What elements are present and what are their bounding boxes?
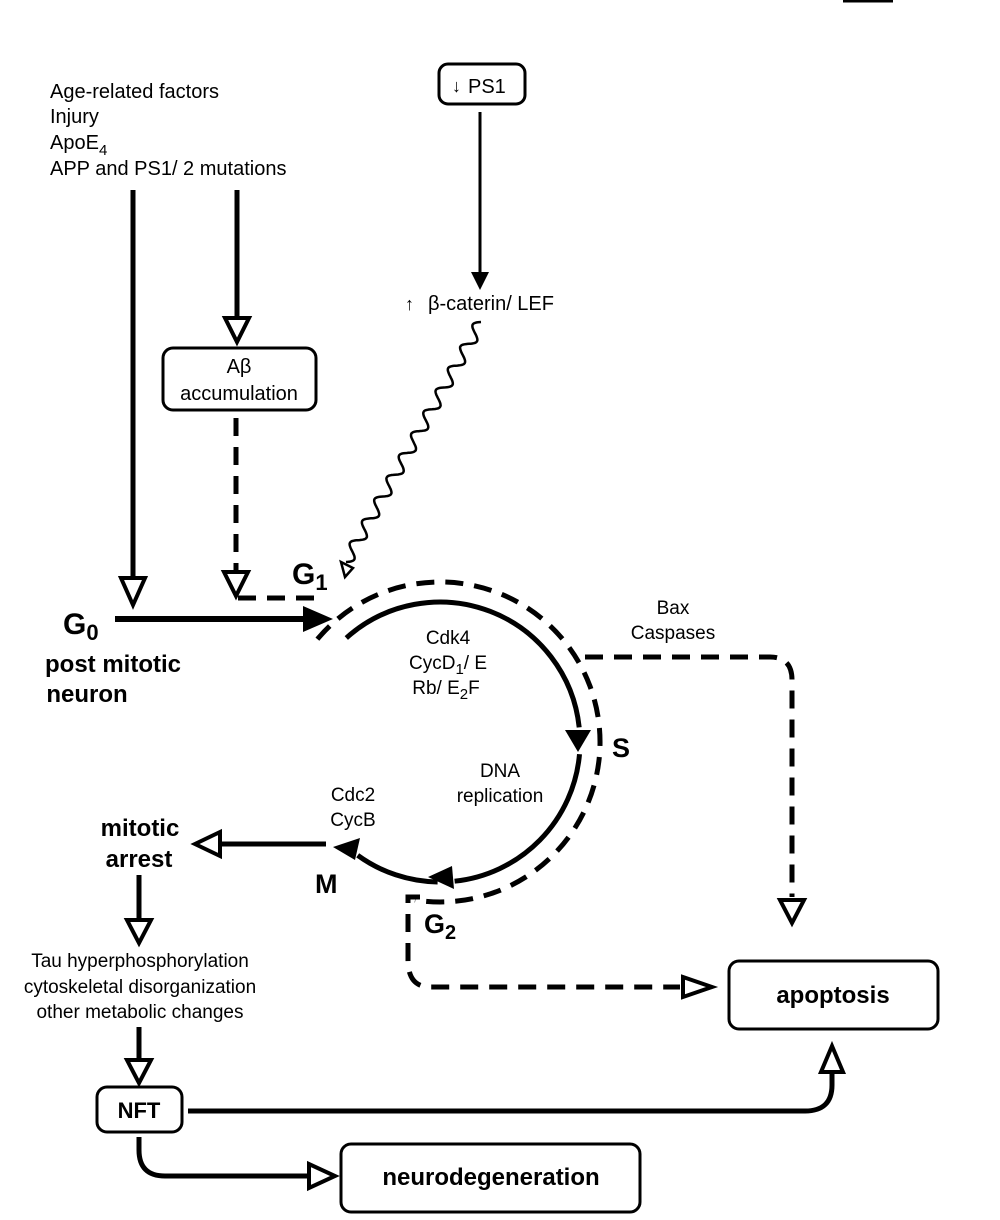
solid-arrowhead-icon: [428, 866, 454, 889]
caspases-label: Caspases: [631, 623, 716, 644]
arrow-nft-to-neurodegeneration: [136, 1137, 340, 1192]
consequence-tau: Tau hyperphosphorylation: [31, 951, 249, 972]
wavy-arrow-beta-catenin-to-g1: [339, 320, 482, 580]
open-arrowhead-icon: [221, 316, 253, 347]
open-arrowhead-icon: [681, 974, 719, 1000]
arrow-g0-to-g1: [115, 606, 333, 632]
s-phase-label: S: [612, 733, 630, 763]
arrow-nft-to-apoptosis: [188, 1040, 847, 1114]
bax-label: Bax: [657, 598, 690, 619]
beta-catenin-label: ↑ β-caterin/ LEF: [405, 293, 554, 315]
g1-label: G1: [292, 558, 328, 595]
accumulation-label: accumulation: [180, 383, 298, 405]
solid-arrowhead-icon: [565, 730, 591, 752]
risk-factor-mutations: APP and PS1/ 2 mutations: [50, 158, 286, 180]
cycle-arc-s-to-g2: [454, 753, 582, 884]
risk-factor-age: Age-related factors: [50, 81, 219, 103]
arrest-label: arrest: [106, 846, 173, 873]
apoptosis-label: apoptosis: [776, 982, 889, 1009]
cycle-arc-g1-to-s: [344, 599, 582, 728]
risk-factors-list: Age-related factors Injury ApoE4 APP and…: [50, 81, 286, 180]
ps1-box: ↓ PS1: [437, 62, 527, 106]
neurodegeneration-box: neurodegeneration: [339, 1142, 642, 1214]
cdc2-label: Cdc2: [331, 785, 375, 806]
replication-label: replication: [457, 786, 544, 807]
rb-e2f-label: Rb/ E2F: [412, 678, 479, 703]
m-phase-label: M: [315, 869, 338, 899]
cdk4-label: Cdk4: [426, 628, 471, 649]
consequence-cytoskeletal: cytoskeletal disorganization: [24, 977, 256, 998]
cycd-label: CycD1/ E: [409, 653, 487, 678]
arrow-arrest-to-consequences: [123, 875, 155, 948]
open-arrowhead-icon: [117, 576, 149, 610]
dna-label: DNA: [480, 761, 520, 782]
consequence-metabolic: other metabolic changes: [36, 1002, 243, 1023]
open-arrowhead-icon: [776, 898, 808, 928]
arrow-risk-to-g0: [117, 190, 149, 610]
solid-arrowhead-icon: [471, 272, 489, 290]
beta-catenin-text: β-caterin/ LEF: [428, 293, 554, 315]
open-arrowhead-icon: [307, 1160, 340, 1192]
dashed-arrow-abeta-to-g1: [220, 418, 320, 601]
neurodegeneration-label: neurodegeneration: [382, 1164, 599, 1191]
arrow-ps1-to-beta-catenin: [471, 112, 489, 290]
risk-factor-injury: Injury: [50, 106, 99, 128]
solid-arrowhead-icon: [333, 838, 360, 860]
apoptosis-box: apoptosis: [727, 959, 940, 1031]
g0-label: G0: [63, 608, 99, 645]
open-arrowhead-icon: [817, 1040, 847, 1074]
open-arrowhead-icon: [339, 559, 356, 580]
open-arrowhead-icon: [123, 918, 155, 948]
up-arrow-icon: ↑: [405, 294, 414, 314]
dashed-arrow-s-to-apoptosis: [585, 654, 808, 928]
neuron-label: neuron: [46, 681, 127, 708]
outer-dashed-cycle-arc: [315, 579, 603, 905]
down-arrow-icon: ↓: [452, 76, 461, 96]
nft-label: NFT: [118, 1098, 161, 1123]
risk-factor-apoe: ApoE4: [50, 132, 107, 159]
cycb-label: CycB: [330, 810, 375, 831]
post-mitotic-label: post mitotic: [45, 651, 181, 678]
open-arrowhead-icon: [123, 1058, 155, 1088]
open-arrowhead-icon: [190, 828, 222, 860]
open-arrowhead-icon: [220, 570, 252, 601]
g2-label: G2: [424, 909, 456, 944]
arrow-m-to-mitotic-arrest: [190, 828, 326, 860]
nft-box: NFT: [95, 1085, 184, 1134]
cycle-arc-g2-to-m: [356, 853, 438, 885]
solid-arrowhead-icon: [303, 606, 333, 632]
arrow-consequences-to-nft: [123, 1027, 155, 1088]
dashed-arrow-g2-to-apoptosis: [405, 894, 719, 1000]
mitotic-label: mitotic: [101, 815, 180, 842]
arrow-mutations-to-abeta: [221, 190, 253, 347]
abeta-label: Aβ: [227, 356, 252, 378]
abeta-accumulation-box: Aβ accumulation: [161, 346, 318, 412]
ps1-label: PS1: [468, 76, 506, 98]
